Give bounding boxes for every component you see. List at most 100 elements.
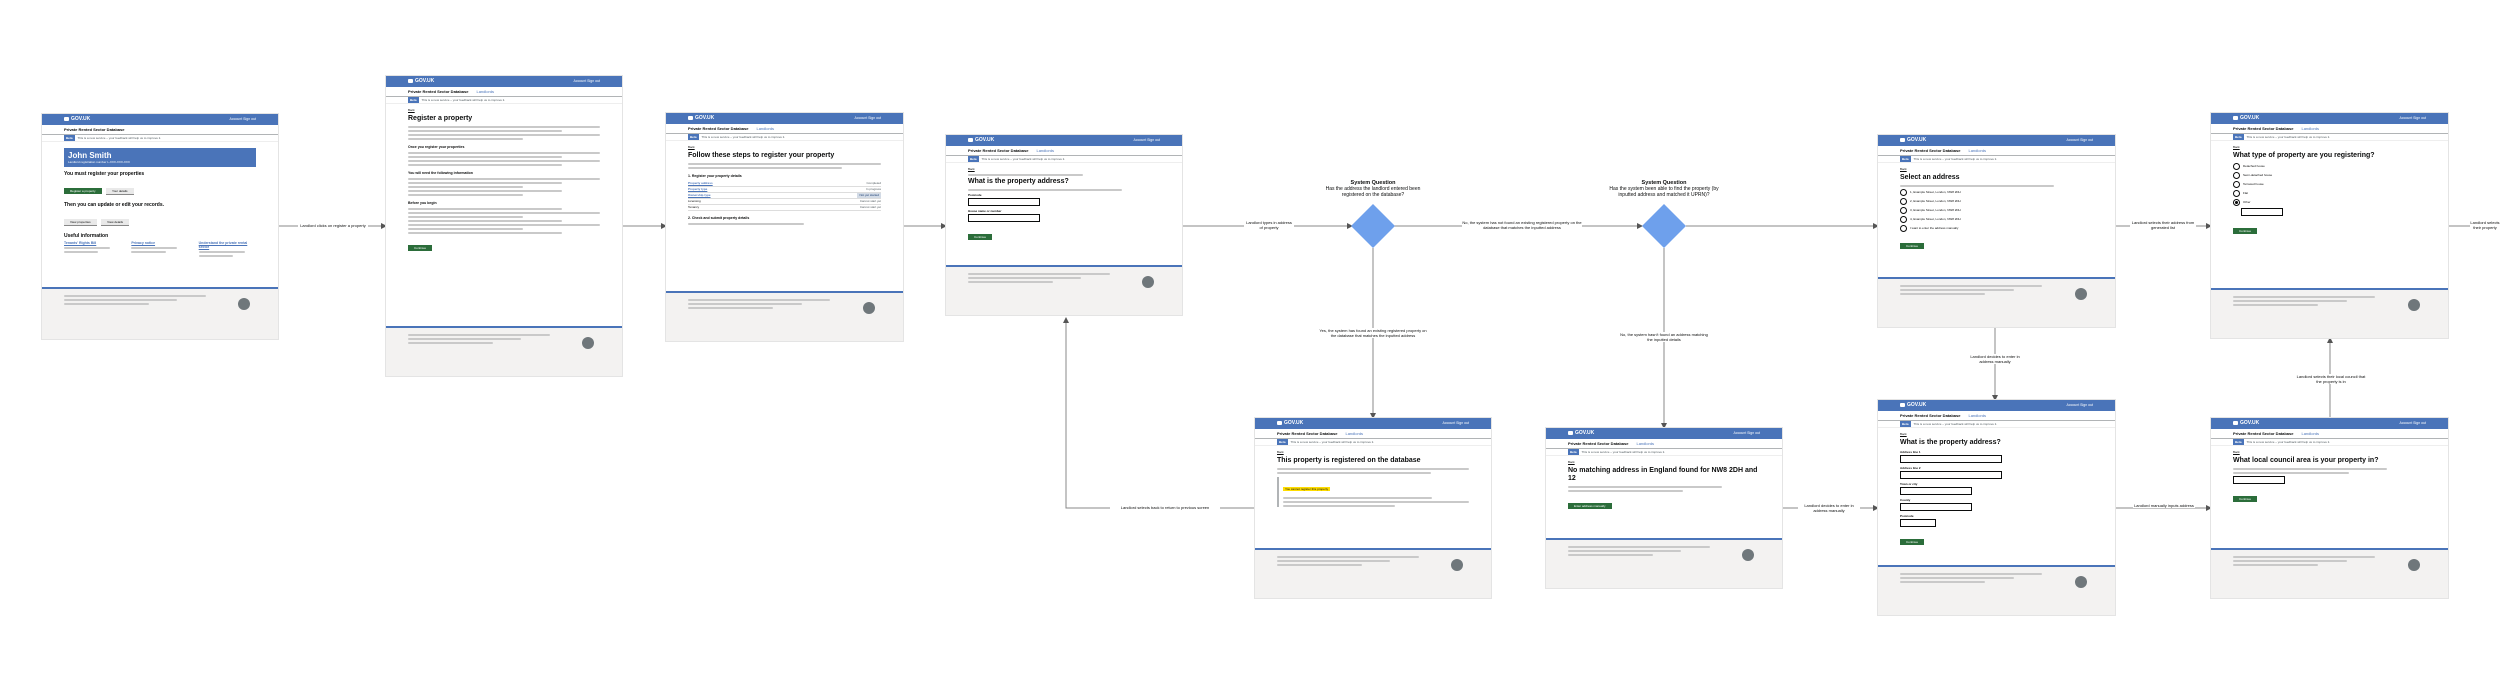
govuk-logo[interactable]: GOV.UK — [968, 137, 994, 144]
header-links[interactable]: Account Sign out — [1733, 431, 1760, 435]
address-option[interactable]: 4, Example Street, London, NW8 2DH — [1900, 216, 2093, 223]
service-title: Private Rented Sector Database — [1277, 431, 1338, 436]
page-title: This property is registered on the datab… — [1277, 457, 1421, 464]
useful-link-1[interactable]: Tenants' Rights Bill — [64, 241, 97, 245]
postcode-input[interactable] — [968, 198, 1040, 206]
address-option-label: 4, Example Street, London, NW8 2DH — [1910, 217, 1961, 221]
address-option-label: 1, Example Street, London, NW8 2DH — [1910, 190, 1961, 194]
header-links[interactable]: Account Sign out — [2399, 421, 2426, 425]
header-links[interactable]: Account Sign out — [229, 117, 256, 121]
continue-button[interactable]: Continue — [2233, 496, 2258, 502]
view-properties-button[interactable]: View properties — [64, 219, 97, 226]
back-link[interactable]: Back — [1900, 167, 1907, 171]
beta-tag: Beta — [1568, 449, 1579, 455]
continue-button[interactable]: Continue — [1900, 539, 1925, 545]
address-option[interactable]: 2, Example Street, London, NW8 2DH — [1900, 198, 2093, 205]
county-input[interactable] — [1900, 503, 1972, 511]
govuk-logo[interactable]: GOV.UK — [2233, 115, 2259, 122]
screen-task-list: GOV.UK Account Sign out Private Rented Se… — [666, 113, 903, 341]
continue-button[interactable]: Continue — [968, 234, 993, 240]
council-autocomplete-input[interactable] — [2233, 476, 2285, 484]
govuk-logo[interactable]: GOV.UK — [64, 116, 90, 123]
govuk-logo[interactable]: GOV.UK — [2233, 420, 2259, 427]
type-option[interactable]: Terraced house — [2233, 181, 2426, 188]
continue-button[interactable]: Continue — [2233, 228, 2258, 234]
enter-manually-button[interactable]: Enter address manually — [1568, 503, 1612, 509]
task-name[interactable]: Property address — [688, 181, 713, 185]
address-option[interactable]: 3, Example Street, London, NW8 2DH — [1900, 207, 2093, 214]
type-option[interactable]: Semi-detached house — [2233, 172, 2426, 179]
continue-button[interactable]: Continue — [1900, 243, 1925, 249]
continue-button[interactable]: Continue — [408, 245, 433, 251]
type-option-label: Flat — [2243, 191, 2249, 195]
govuk-logo[interactable]: GOV.UK — [1900, 402, 1926, 409]
task-name[interactable]: Property type — [688, 187, 708, 191]
footer — [1878, 277, 2115, 327]
task-status: Not yet started — [857, 193, 881, 198]
type-option[interactable]: Other — [2233, 199, 2426, 206]
radio-icon — [1900, 198, 1907, 205]
house-number-input[interactable] — [968, 214, 1040, 222]
useful-link-3[interactable]: Understand the private rental sector — [198, 241, 248, 249]
header-links[interactable]: Account Sign out — [1442, 421, 1469, 425]
view-details-button[interactable]: View details — [101, 219, 130, 226]
crown-icon — [1277, 420, 1282, 425]
task-name[interactable]: Ownership type — [688, 193, 711, 197]
service-title: Private Rented Sector Database — [1900, 413, 1961, 418]
header-links[interactable]: Account Sign out — [854, 116, 881, 120]
address-option[interactable]: 1, Example Street, London, NW8 2DH — [1900, 189, 2093, 196]
back-link[interactable]: Back — [688, 145, 695, 149]
header-links[interactable]: Account Sign out — [2066, 403, 2093, 407]
manual-option-label: I want to enter the address manually — [1910, 226, 1959, 230]
govuk-logo[interactable]: GOV.UK — [1277, 420, 1303, 427]
address-line-1-input[interactable] — [1900, 455, 2002, 463]
header-links[interactable]: Account Sign out — [573, 79, 600, 83]
back-link[interactable]: Back — [1277, 450, 1284, 454]
header-links[interactable]: Account Sign out — [2066, 138, 2093, 142]
name-banner: John Smith Landlord registration number … — [64, 148, 256, 167]
back-link[interactable]: Back — [1568, 460, 1575, 464]
crown-crest-icon — [582, 337, 594, 349]
register-property-button[interactable]: Register a property — [64, 188, 102, 194]
decision-diamond-q1 — [1351, 204, 1395, 248]
address-option-label: 2, Example Street, London, NW8 2DH — [1910, 199, 1961, 203]
type-option[interactable]: Detached house — [2233, 163, 2426, 170]
postcode-input[interactable] — [1900, 519, 1936, 527]
update-heading: Then you can update or edit your records… — [64, 202, 165, 208]
manual-option[interactable]: I want to enter the address manually — [1900, 225, 2093, 232]
back-link[interactable]: Back — [2233, 450, 2240, 454]
type-option[interactable]: Flat — [2233, 190, 2426, 197]
back-link[interactable]: Back — [968, 167, 975, 171]
back-link[interactable]: Back — [2233, 145, 2240, 149]
task-row[interactable]: Ownership type Not yet started — [688, 193, 881, 199]
other-type-input[interactable] — [2241, 208, 2283, 216]
header-links[interactable]: Account Sign out — [2399, 116, 2426, 120]
town-input[interactable] — [1900, 487, 1972, 495]
your-details-button[interactable]: Your details — [105, 188, 134, 195]
govuk-logo[interactable]: GOV.UK — [408, 78, 434, 85]
back-link[interactable]: Back — [408, 108, 415, 112]
header-links[interactable]: Account Sign out — [1133, 138, 1160, 142]
address-line-2-input[interactable] — [1900, 471, 2002, 479]
govuk-logo[interactable]: GOV.UK — [1568, 430, 1594, 437]
crown-icon — [1900, 137, 1905, 142]
footer — [1546, 538, 1782, 588]
screen-property-type: GOV.UK Account Sign out Private Rented Se… — [2211, 113, 2448, 338]
service-name[interactable]: Private Rented Sector Database — [42, 125, 278, 135]
govuk-logo[interactable]: GOV.UK — [688, 115, 714, 122]
back-link[interactable]: Back — [1900, 432, 1907, 436]
useful-link-2[interactable]: Privacy notice — [131, 241, 156, 245]
govuk-logo[interactable]: GOV.UK — [1900, 137, 1926, 144]
town-label: Town or city — [1900, 482, 1918, 486]
